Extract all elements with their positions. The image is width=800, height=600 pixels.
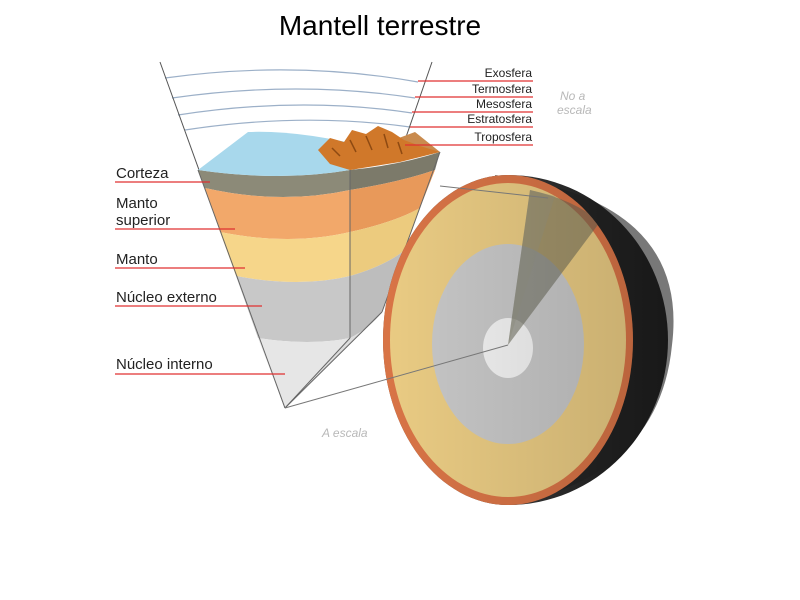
label-termosfera: Termosfera (472, 82, 532, 96)
upper-mantle-right (350, 170, 435, 232)
upper-mantle-left (205, 188, 350, 239)
label-manto: Manto (116, 251, 158, 268)
right-label-lines (405, 80, 533, 146)
label-exosfera: Exosfera (485, 66, 533, 80)
right-labels: Exosfera Termosfera Mesosfera Estratosfe… (467, 66, 532, 144)
crust-right (350, 152, 440, 190)
diagram-title: Mantell terrestre (278, 10, 482, 41)
estratosfera-arc (184, 119, 411, 131)
label-estratosfera: Estratosfera (467, 112, 532, 126)
label-manto-superior-1: Manto (116, 195, 158, 212)
label-nucleo-externo: Núcleo externo (116, 289, 217, 306)
earth-hemisphere (383, 175, 674, 505)
mantle-left (220, 232, 350, 282)
label-mesosfera: Mesosfera (476, 97, 532, 111)
atmosphere-lines (164, 69, 419, 131)
outer-core-left (236, 276, 350, 342)
cut-face-shade (383, 175, 633, 505)
outer-core-right (350, 250, 405, 338)
left-label-lines (115, 181, 285, 375)
mantle-right (350, 208, 420, 276)
note-escala: escala (557, 103, 592, 117)
scale-notes: No a escala A escala (321, 89, 592, 440)
note-a-escala: A escala (321, 426, 368, 440)
mountain-ridges (331, 133, 403, 157)
left-labels: Corteza Manto superior Manto Núcleo exte… (116, 165, 217, 373)
inner-core-left (258, 338, 350, 408)
mountains (318, 126, 440, 170)
label-manto-superior-2: superior (116, 212, 170, 229)
mesosfera-arc (177, 104, 413, 116)
connector-lines (284, 185, 549, 409)
exosfera-arc (164, 69, 419, 83)
label-nucleo-interno: Núcleo interno (116, 356, 213, 373)
crust-left (198, 170, 350, 198)
wedge-cross-section (197, 126, 441, 409)
note-no-a: No a (560, 89, 586, 103)
termosfera-arc (171, 88, 416, 99)
label-corteza: Corteza (116, 165, 169, 182)
label-troposfera: Troposfera (474, 130, 532, 144)
